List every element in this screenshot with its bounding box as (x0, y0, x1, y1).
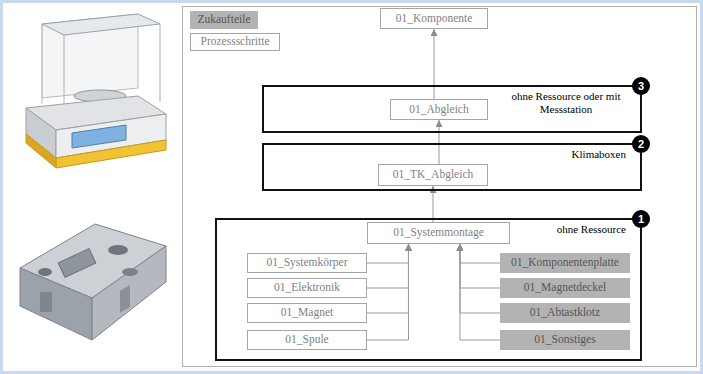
yellow-foot (56, 140, 166, 168)
block-hole (38, 268, 52, 276)
process-box: 01_Komponente (380, 8, 488, 29)
glass-edge (64, 35, 65, 112)
legend-swatch: Prozessschritte (190, 33, 280, 51)
block-pocket (58, 249, 96, 278)
process-box: 01_Magnet (247, 303, 367, 323)
resource-band: Klimaboxen 01_TK_Abgleich (262, 143, 642, 191)
callout-number: 1 (638, 213, 644, 225)
process-box: 01_Abgleich (390, 99, 488, 120)
glass-edge (160, 24, 161, 102)
process-box: 01_TK_Abgleich (378, 164, 488, 186)
block-side (92, 246, 166, 340)
flow-arrow (433, 186, 434, 222)
band-label: ohne Ressource (557, 223, 626, 236)
flow-arrow (460, 244, 500, 340)
box-label: 01_Systemkörper (266, 257, 347, 269)
purchased-part-box: 01_Magnetdeckel (500, 278, 630, 298)
process-box: 01_Systemmontage (367, 222, 510, 244)
flow-arrow (439, 120, 440, 164)
band-label: Klimaboxen (572, 148, 626, 161)
callout-circle: 3 (632, 77, 650, 95)
callout-number: 3 (638, 80, 644, 92)
flow-arrow (434, 29, 435, 99)
block-hole (108, 245, 128, 255)
process-box: 01_Elektronik (247, 278, 367, 298)
legend-swatch: Zukaufteile (190, 11, 258, 29)
box-label: 01_Elektronik (274, 282, 340, 294)
flow-arrow (367, 244, 408, 313)
box-label: 01_Abgleich (409, 104, 468, 116)
legend-label: Prozessschritte (201, 36, 270, 48)
flow-arrow (367, 244, 408, 340)
legend-label: Zukaufteile (197, 14, 250, 26)
purchased-part-box: 01_Komponentenplatte (500, 253, 630, 273)
callout-circle: 2 (632, 135, 650, 153)
box-label: 01_Systemmontage (393, 227, 484, 239)
display (72, 125, 126, 148)
block-front (20, 268, 92, 340)
diagram-frame (183, 7, 697, 367)
sensor-block-photo (20, 224, 166, 340)
box-label: 01_Magnetdeckel (524, 282, 606, 294)
white-panel (3, 3, 700, 371)
block-hole (122, 268, 138, 276)
process-box: 01_Systemkörper (247, 253, 367, 273)
box-label: 01_Sonstiges (534, 334, 595, 346)
band-label: ohne Ressource oder mit Messstation (506, 90, 626, 115)
resource-band: ohne Ressource 01_Systemmontage 01_Systemk… (215, 218, 642, 361)
block-slot (120, 285, 130, 313)
callout-number: 2 (638, 138, 644, 150)
glass-edge (42, 24, 43, 104)
box-label: 01_Magnet (281, 307, 333, 319)
process-box: 01_Spule (247, 330, 367, 350)
flow-arrow (367, 244, 408, 263)
flow-arrow (460, 244, 500, 263)
flow-arrow (367, 244, 408, 288)
box-label: 01_Komponentenplatte (511, 257, 619, 269)
balance-photo (26, 14, 166, 168)
box-label: 01_Abtastklotz (530, 307, 600, 319)
resource-band: ohne Ressource oder mit Messstation 01_Ab… (262, 85, 642, 133)
box-label: 01_Spule (285, 334, 328, 346)
flow-arrow (460, 244, 500, 288)
block-slot (40, 292, 52, 312)
yellow-foot (26, 134, 56, 168)
callout-circle: 1 (632, 210, 650, 228)
draft-shield-top (42, 14, 160, 35)
purchased-part-box: 01_Sonstiges (500, 330, 630, 350)
purchased-part-box: 01_Abtastklotz (500, 303, 630, 323)
box-label: 01_Komponente (396, 13, 473, 25)
box-label: 01_TK_Abgleich (393, 169, 473, 181)
flow-arrow (460, 244, 500, 313)
